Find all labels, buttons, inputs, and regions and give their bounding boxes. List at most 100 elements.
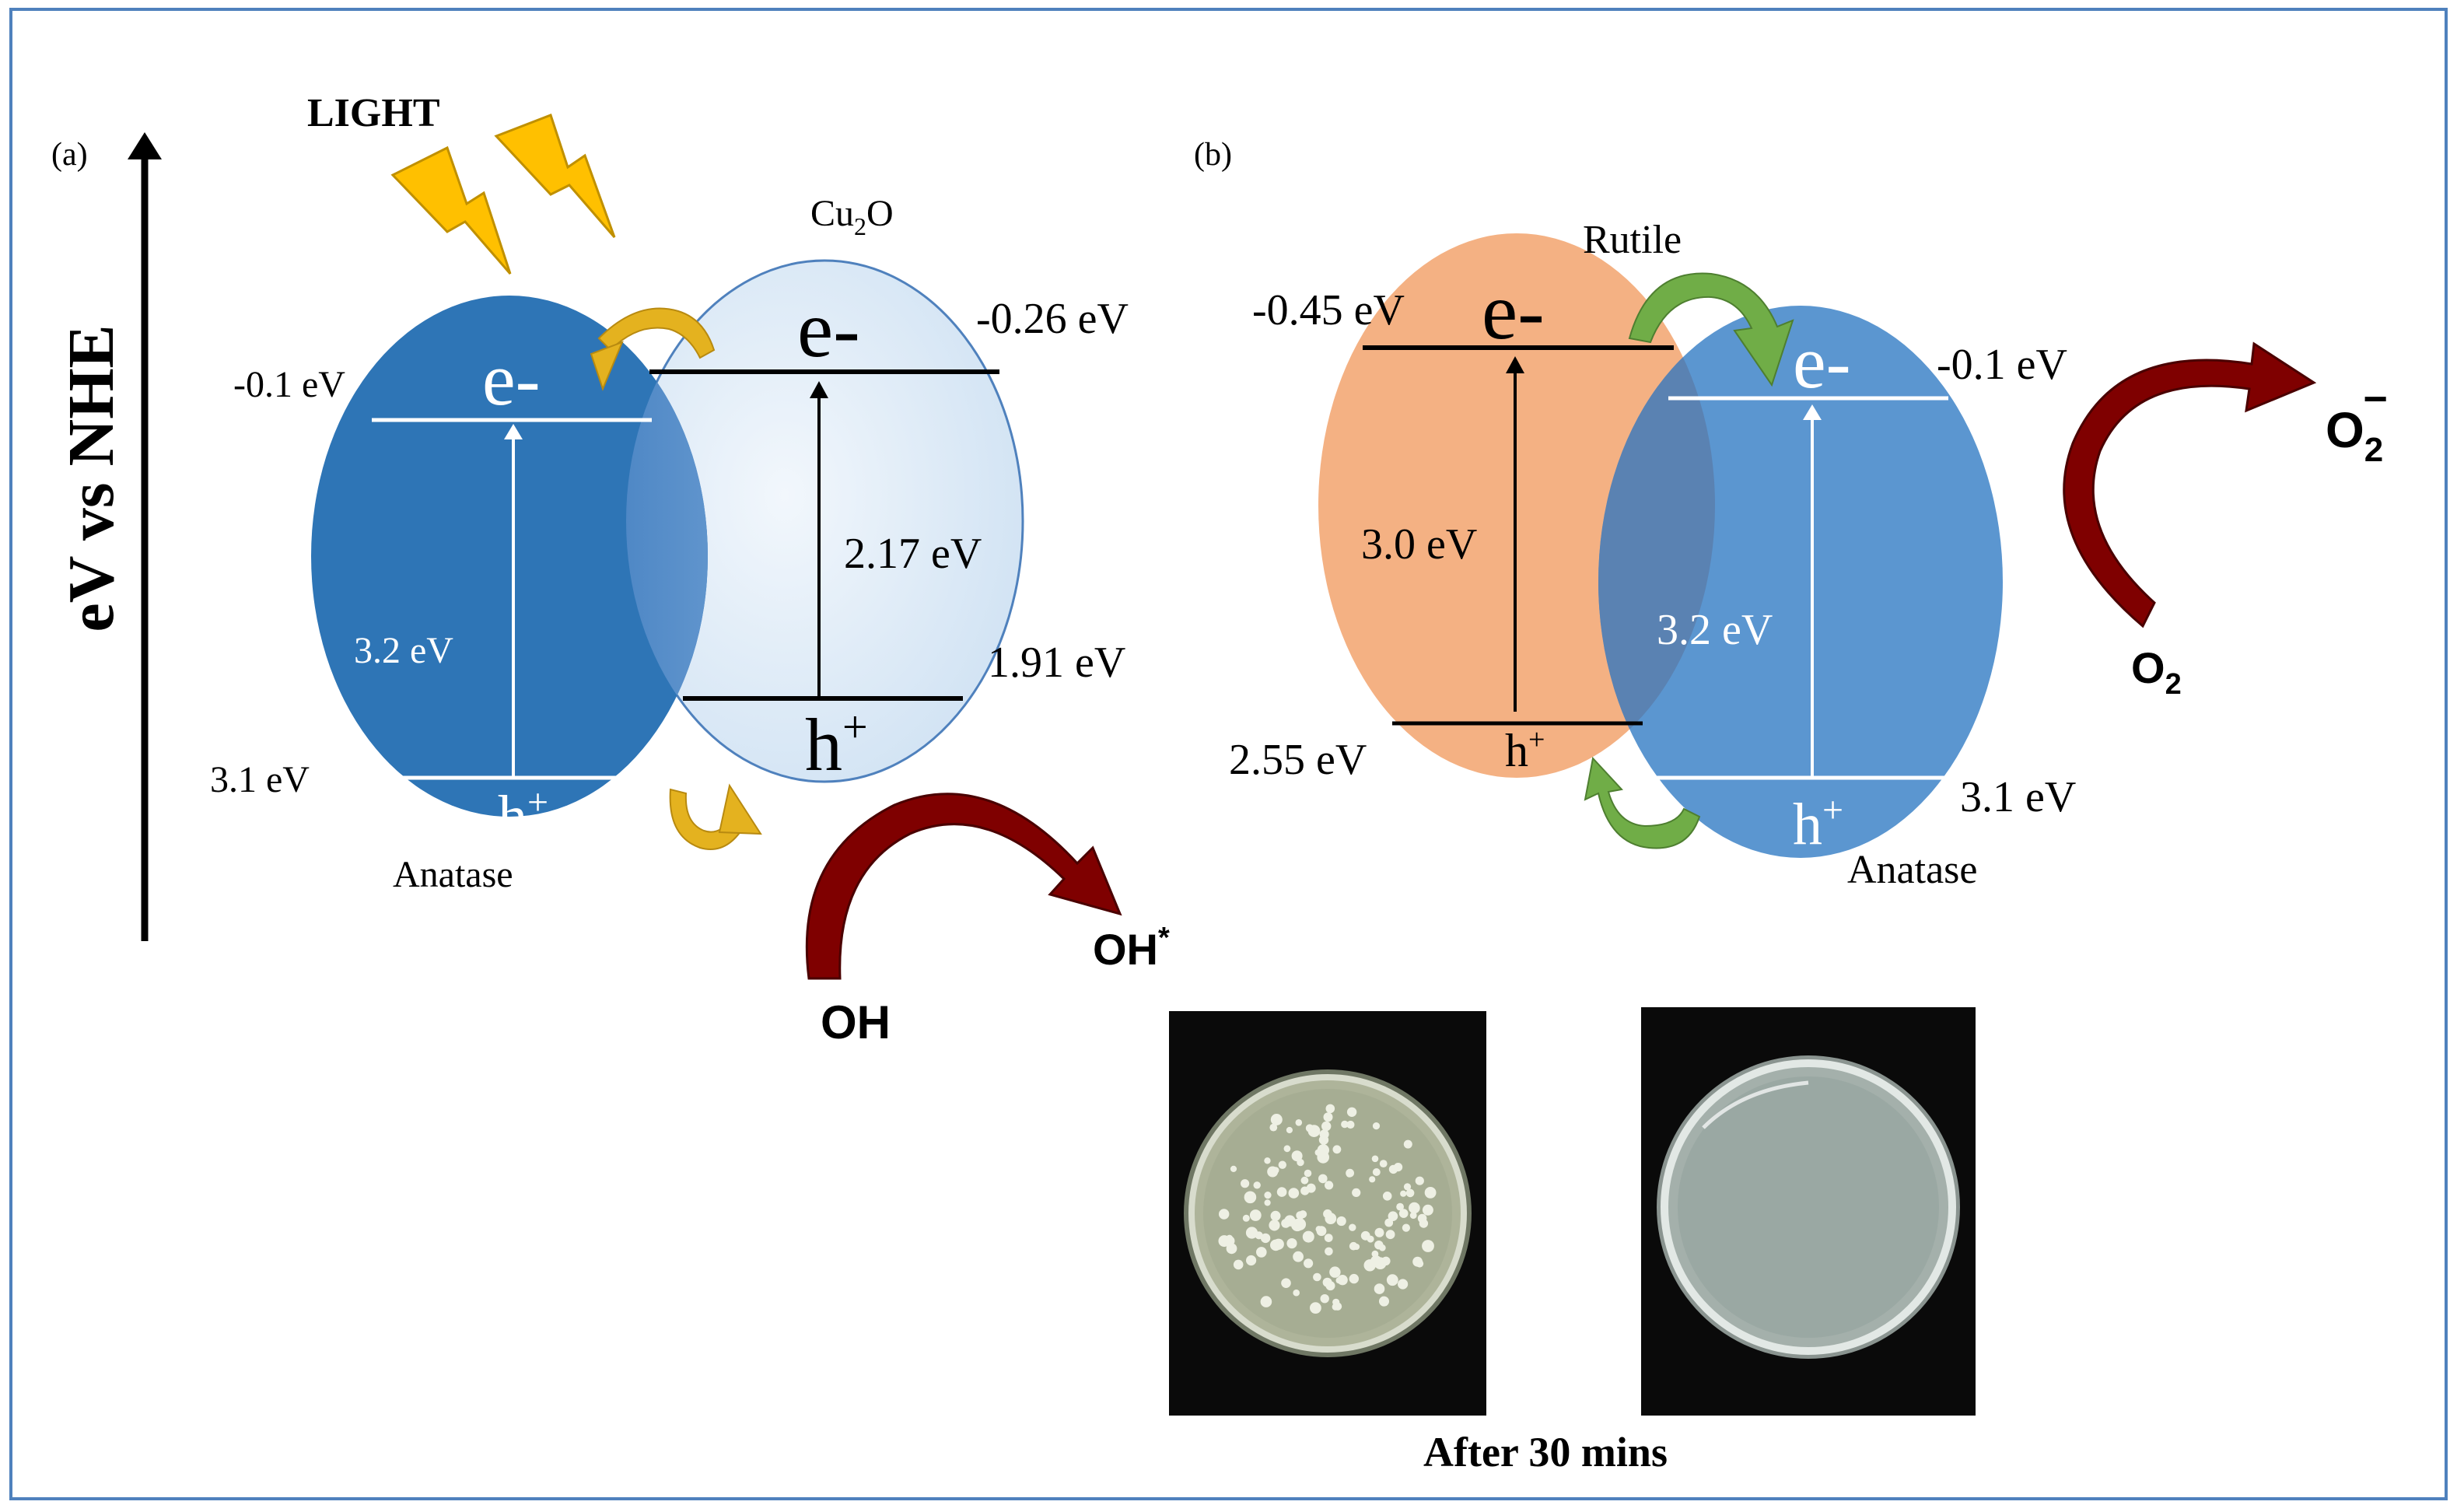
anatase-a-cb-value: -0.1 eV [233, 364, 345, 405]
colony-dot [1281, 1278, 1291, 1288]
colony-dot [1382, 1192, 1392, 1201]
colony-dot [1253, 1181, 1261, 1189]
colony-dot [1379, 1160, 1388, 1167]
colony-dot [1416, 1259, 1424, 1268]
hole-transfer-arrow [669, 783, 762, 850]
anatase-a-gap-value: 3.2 eV [354, 630, 453, 671]
colony-dot [1402, 1223, 1410, 1232]
colony-dot [1256, 1247, 1267, 1258]
colony-dot [1405, 1188, 1415, 1198]
colony-dot [1403, 1183, 1412, 1191]
anatase-b-gap-value: 3.2 eV [1657, 606, 1773, 654]
colony-dot [1293, 1289, 1300, 1297]
oh-radical-arrow [805, 793, 1122, 980]
colony-dot [1412, 1204, 1419, 1212]
hole-transfer-arrow [1584, 756, 1701, 849]
colony-dot [1349, 1241, 1358, 1251]
colony-dot [1367, 1235, 1374, 1243]
energy-axis-label: eV vs NHE [55, 324, 128, 632]
colony-dot [1270, 1210, 1281, 1221]
colony-dot [1336, 1216, 1346, 1227]
colony-dot [1388, 1211, 1398, 1221]
rutile-name: Rutile [1583, 218, 1682, 262]
colony-dot [1226, 1234, 1234, 1242]
colony-dot [1403, 1139, 1412, 1149]
colony-dot [1286, 1126, 1293, 1134]
colony-dot [1322, 1277, 1332, 1287]
petri-dish-photo-control [1169, 1011, 1486, 1416]
cu2o-gap-value: 2.17 eV [844, 530, 982, 578]
anatase-b-hole: h+ [1793, 789, 1843, 857]
colony-dot [1369, 1176, 1376, 1183]
colony-dot [1260, 1233, 1271, 1244]
colony-dot [1286, 1238, 1297, 1249]
colony-dot [1325, 1181, 1334, 1190]
colony-dot [1332, 1145, 1342, 1154]
colony-dot [1320, 1294, 1329, 1304]
colony-dot [1363, 1259, 1376, 1272]
o2-reactant: O2 [2131, 643, 2182, 701]
colony-dot [1349, 1273, 1360, 1284]
panel-a: (a) LIGHT e- h+ 3.2 eV -0.1 eV 3.1 eV An… [51, 91, 1170, 1048]
colony-dot [1269, 1220, 1280, 1231]
colony-dot [1398, 1209, 1409, 1218]
anatase-b-vb-value: 3.1 eV [1960, 773, 2076, 821]
colony-dot [1374, 1227, 1384, 1237]
colony-dot [1307, 1125, 1321, 1137]
panel-a-label: (a) [51, 137, 88, 173]
colony-dot [1304, 1169, 1312, 1178]
colony-dot [1329, 1266, 1341, 1278]
colony-dot [1319, 1129, 1329, 1139]
colony-dot [1260, 1296, 1272, 1307]
colony-dot [1379, 1296, 1389, 1307]
colony-dot [1270, 1114, 1283, 1125]
colony-dot [1323, 1209, 1332, 1219]
colony-dot [1341, 1120, 1349, 1129]
colony-dot [1398, 1279, 1409, 1290]
colony-dot [1250, 1209, 1261, 1220]
colony-dot [1379, 1244, 1386, 1251]
rutile-vb-value: 2.55 eV [1229, 736, 1367, 784]
anatase-b-name: Anatase [1847, 848, 1977, 892]
colony-dot [1325, 1104, 1335, 1114]
colony-dot [1270, 1239, 1282, 1251]
lightning-bolt-icon [390, 145, 512, 275]
superoxide-product: O2− [2326, 376, 2388, 469]
colony-dot [1264, 1192, 1272, 1199]
colony-dot [1242, 1214, 1250, 1222]
colony-dot [1321, 1121, 1332, 1132]
anatase-b-cb-value: -0.1 eV [1937, 341, 2067, 389]
colony-dot [1296, 1211, 1305, 1220]
colony-dot [1293, 1251, 1304, 1262]
colony-dot [1226, 1243, 1237, 1255]
anatase-a-vb-value: 3.1 eV [210, 759, 310, 800]
colony-dot [1346, 1107, 1357, 1118]
oh-reactant: OH [821, 996, 891, 1048]
colony-dot [1246, 1255, 1257, 1266]
colony-dot [1324, 1234, 1333, 1242]
colony-dot [1419, 1219, 1429, 1228]
colony-dot [1315, 1226, 1322, 1233]
cu2o-vb-value: 1.91 eV [988, 639, 1125, 687]
colony-dot [1241, 1179, 1250, 1188]
colony-dot [1372, 1168, 1381, 1176]
colony-dot [1233, 1259, 1244, 1270]
bacterial-colonies [1218, 1104, 1437, 1314]
colony-dot [1333, 1302, 1342, 1311]
colony-dot [1293, 1218, 1307, 1230]
colony-dot [1371, 1155, 1379, 1163]
colony-dot [1245, 1227, 1258, 1239]
colony-dot [1295, 1119, 1303, 1126]
colony-dot [1244, 1191, 1257, 1204]
colony-dot [1396, 1202, 1404, 1211]
electron-transfer-arrow [1628, 272, 1794, 387]
colony-dot [1264, 1157, 1271, 1164]
superoxide-arrow [2063, 341, 2317, 628]
colony-dot [1288, 1188, 1300, 1199]
colony-dot [1318, 1174, 1328, 1184]
rutile-hole: h+ [1505, 723, 1545, 776]
colony-dot [1415, 1176, 1424, 1185]
colony-dot [1310, 1302, 1321, 1314]
